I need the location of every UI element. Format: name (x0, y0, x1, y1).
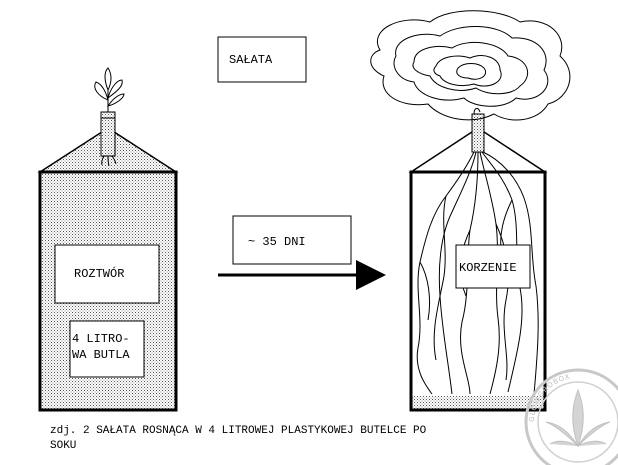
solution-label-box (54, 244, 160, 304)
title-box (217, 36, 307, 83)
title-label: SAŁATA (229, 53, 273, 67)
watermark-seal-icon: GLOWGROBOX (524, 368, 618, 465)
bottle-label-line1: 4 LITRO- (72, 332, 130, 346)
roots-label: KORZENIE (459, 261, 517, 275)
left-plug (100, 111, 116, 157)
seedling-icon (94, 67, 125, 112)
days-label: ~ 35 DNI (248, 235, 306, 249)
lettuce-head-icon (370, 10, 571, 121)
caption-line2: SOKU (50, 440, 77, 452)
bottle-label-box (69, 320, 145, 378)
roots-label-box (455, 244, 531, 289)
days-box (232, 215, 352, 265)
bottle-label-line2: WA BUTLA (72, 348, 130, 362)
caption-line1: zdj. 2 SAŁATA ROSNĄCA W 4 LITROWEJ PLAST… (50, 425, 427, 437)
figure-caption: zdj. 2 SAŁATA ROSNĄCA W 4 LITROWEJ PLAST… (50, 424, 570, 454)
solution-label: ROZTWÓR (74, 266, 124, 281)
right-bottle-floor (411, 396, 545, 410)
